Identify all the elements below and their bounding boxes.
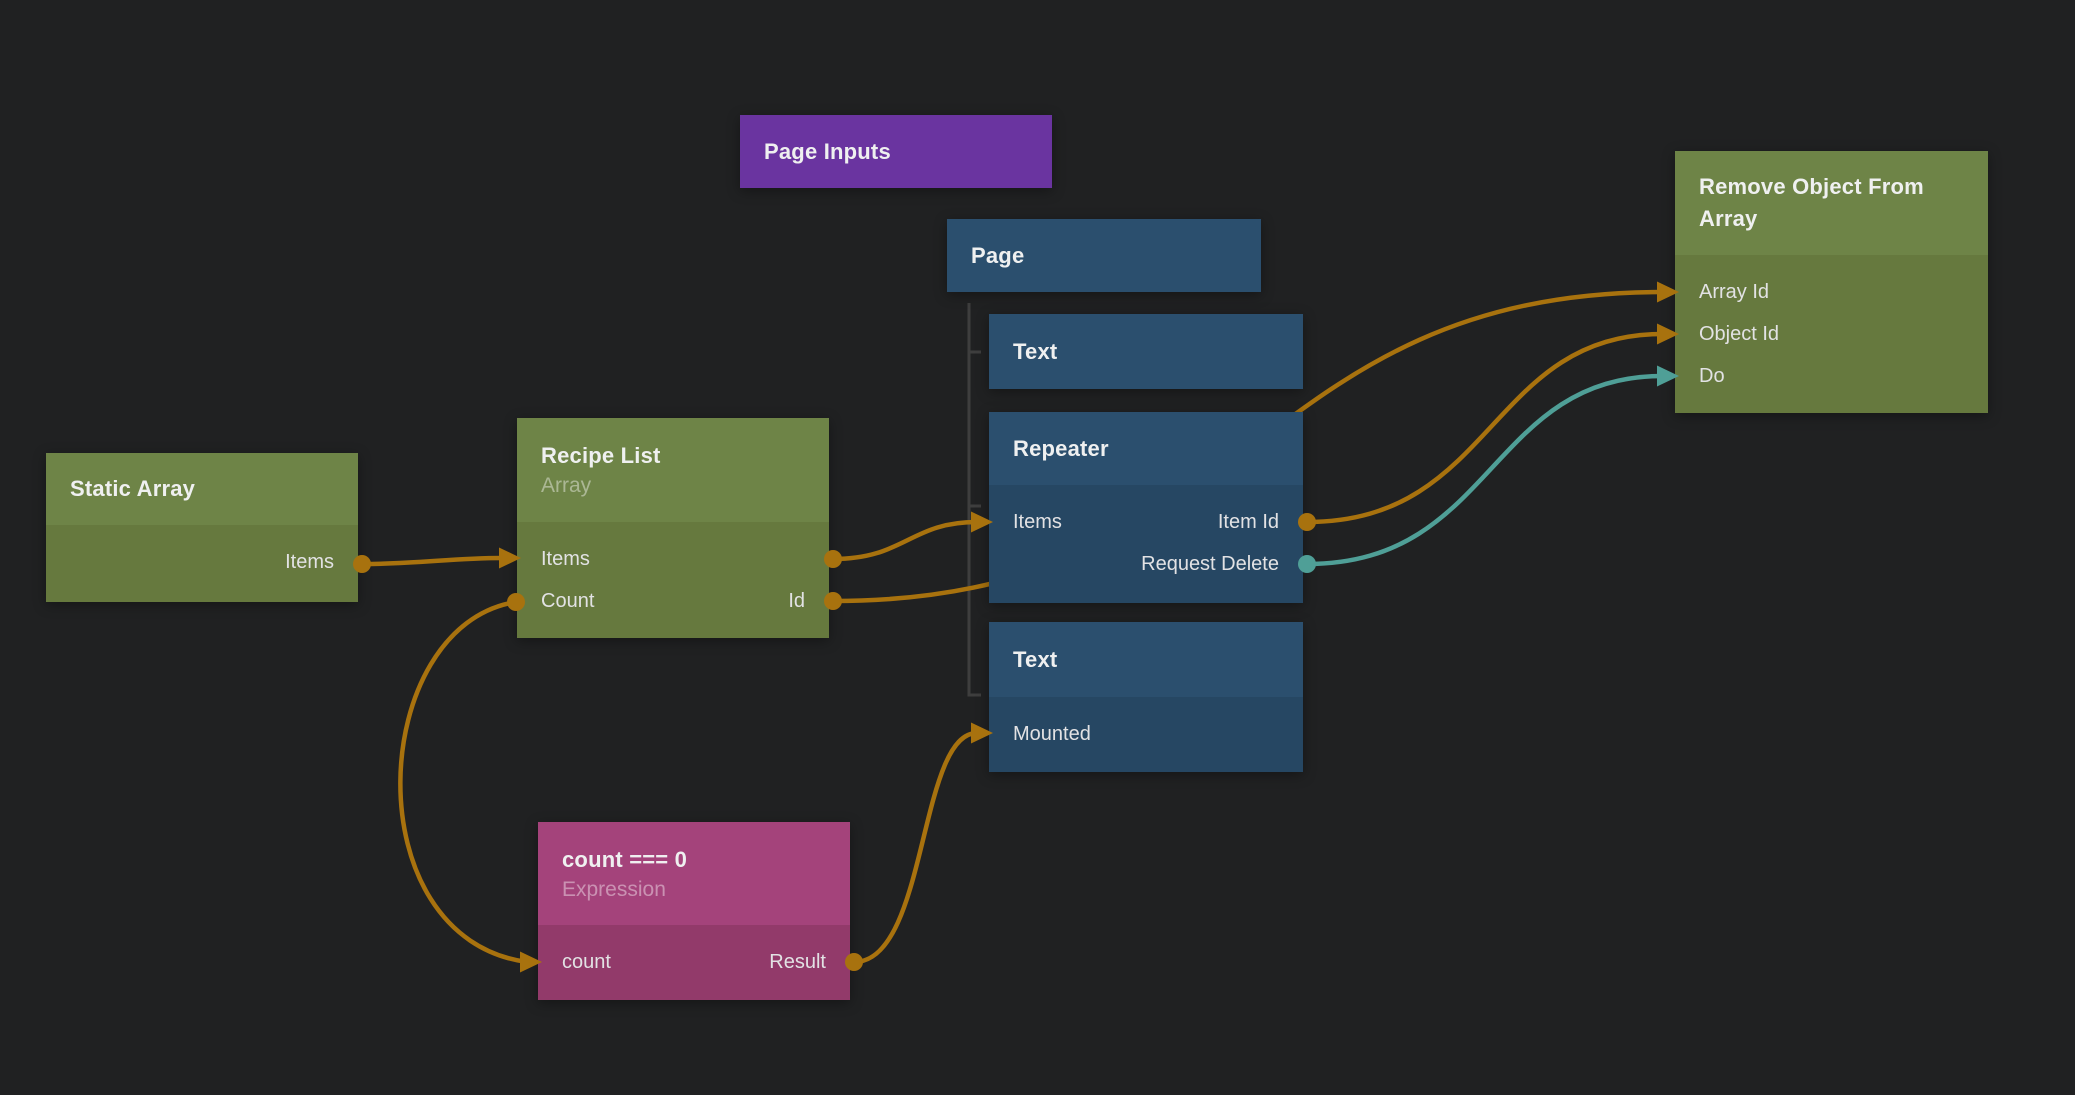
port-row[interactable]: Items Item Id (989, 501, 1303, 543)
node-text-2[interactable]: Text Mounted (989, 622, 1303, 772)
wire-expression-result-to-text-mounted[interactable] (851, 730, 980, 965)
node-ports: count Result (538, 925, 850, 1000)
node-ports: Items Count Id (517, 522, 829, 638)
port-input-mounted[interactable]: Mounted (1013, 722, 1091, 745)
wire-repeater-requestdelete-to-remove-do[interactable] (1304, 373, 1666, 567)
node-title: Recipe List (541, 443, 661, 469)
port-output-request-delete[interactable]: Request Delete (1141, 552, 1279, 575)
node-header: Page Inputs (740, 115, 1052, 188)
port-row[interactable]: Object Id (1675, 313, 1988, 355)
node-type-label: Array (541, 474, 592, 498)
port-input-count[interactable]: count (562, 950, 611, 973)
node-type-label: Expression (562, 877, 666, 901)
node-repeater[interactable]: Repeater Items Item Id Request Delete (989, 412, 1303, 603)
port-row[interactable]: Array Id (1675, 271, 1988, 313)
port-output-items[interactable]: Items (285, 550, 334, 573)
node-static-array[interactable]: Static Array Items (46, 453, 358, 602)
node-title: Page (971, 242, 1025, 268)
node-header: Text (989, 622, 1303, 697)
wire-staticarray-items-to-recipelist-items[interactable] (359, 555, 506, 567)
port-row[interactable]: Mounted (989, 713, 1303, 755)
node-ports: Mounted (989, 697, 1303, 772)
port-row[interactable]: Items (517, 538, 829, 580)
wire-repeater-itemid-to-remove-objectid[interactable] (1304, 331, 1666, 525)
port-output-item-id[interactable]: Item Id (1217, 510, 1279, 533)
port-row[interactable]: Request Delete (989, 543, 1303, 585)
node-title: Repeater (1013, 435, 1109, 461)
hierarchy-line-page-children (967, 303, 981, 697)
node-title: Remove Object From Array (1699, 174, 1924, 231)
node-title: Text (1013, 646, 1058, 672)
node-title: Static Array (70, 476, 196, 502)
node-header: Static Array (46, 453, 358, 525)
node-title: count === 0 (562, 846, 688, 872)
node-ports: Array Id Object Id Do (1675, 255, 1988, 413)
node-title: Page Inputs (764, 138, 891, 164)
node-page-inputs[interactable]: Page Inputs (740, 115, 1052, 188)
port-input-do[interactable]: Do (1699, 364, 1725, 387)
port-input-items[interactable]: Items (541, 547, 590, 570)
node-header: Page (947, 219, 1261, 292)
node-ports: Items Item Id Request Delete (989, 485, 1303, 603)
port-input-items[interactable]: Items (1013, 510, 1062, 533)
port-row[interactable]: Items (46, 541, 358, 583)
node-page[interactable]: Page (947, 219, 1261, 292)
port-row[interactable]: Do (1675, 355, 1988, 397)
port-row[interactable]: count Result (538, 941, 850, 983)
port-row[interactable]: Count Id (517, 580, 829, 622)
node-header: Recipe List Array (517, 418, 829, 522)
port-output-id[interactable]: Id (788, 589, 805, 612)
wire-recipelist-items-to-repeater-items[interactable] (830, 519, 980, 562)
node-remove-object-from-array[interactable]: Remove Object From Array Array Id Object… (1675, 151, 1988, 413)
node-header: Text (989, 314, 1303, 389)
port-input-object-id[interactable]: Object Id (1699, 322, 1780, 345)
wire-recipelist-count-to-expression-count[interactable] (398, 599, 530, 965)
port-input-array-id[interactable]: Array Id (1699, 280, 1770, 303)
node-text-1[interactable]: Text (989, 314, 1303, 389)
node-recipe-list[interactable]: Recipe List Array Items Count Id (517, 418, 829, 638)
port-output-count[interactable]: Count (541, 589, 595, 612)
node-title: Text (1013, 338, 1058, 364)
node-header: count === 0 Expression (538, 822, 850, 925)
node-header: Repeater (989, 412, 1303, 485)
port-output-result[interactable]: Result (769, 950, 826, 973)
node-expression[interactable]: count === 0 Expression count Result (538, 822, 850, 1000)
node-header: Remove Object From Array (1675, 151, 1988, 255)
node-ports: Items (46, 525, 358, 602)
